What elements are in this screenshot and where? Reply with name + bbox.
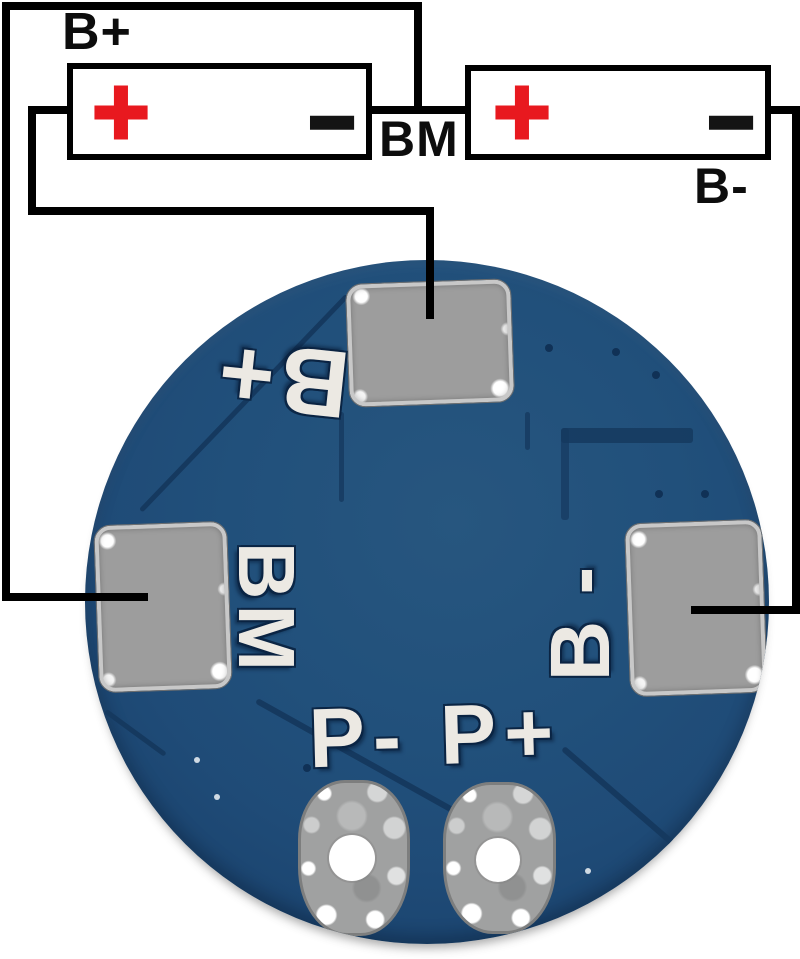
battery-1-negative-symbol: − <box>306 62 357 180</box>
silkscreen-bm-label: BM <box>222 541 311 677</box>
pcb-trace-vert-below-top-pad-right <box>525 412 530 450</box>
silkscreen-b-plus-label: B+ <box>207 318 355 439</box>
via-dot <box>701 490 709 498</box>
via-dot <box>652 371 660 379</box>
wire-battery-junction <box>370 106 469 114</box>
pcb-board: B+ BM B- P- P+ <box>85 260 769 944</box>
pad-bm <box>93 520 233 694</box>
pcb-trace-vert-below-top-pad-left <box>339 412 344 502</box>
label-b-minus: B- <box>694 158 749 214</box>
wire-bplus-down <box>28 106 36 213</box>
p-plus-hole <box>476 838 520 882</box>
pcb-trace-vert-right <box>561 428 569 520</box>
via-dot <box>612 348 620 356</box>
p-minus-hole <box>329 835 375 881</box>
wire-bminus-stub <box>770 106 800 114</box>
wire-bplus-stub <box>28 106 72 114</box>
wire-bminus-to-pad <box>691 606 800 614</box>
solder-speck <box>214 794 220 800</box>
label-b-plus: B+ <box>62 3 132 61</box>
label-bm: BM <box>379 111 459 167</box>
wire-bminus-down <box>792 106 800 613</box>
wire-bplus-across <box>28 207 434 215</box>
solder-speck <box>585 868 591 874</box>
wire-bm-to-pad <box>2 593 148 601</box>
wire-bm-drop <box>414 2 422 114</box>
pcb-trace-diagonal-lower-left <box>104 709 167 757</box>
battery-1-positive-symbol: + <box>90 56 151 168</box>
pcb-trace-band-right <box>561 428 693 443</box>
via-dot <box>303 764 311 772</box>
wire-bplus-to-pad <box>426 207 434 319</box>
silkscreen-port-labels: P- P+ <box>307 684 563 786</box>
battery-2-positive-symbol: + <box>491 56 552 168</box>
via-dot <box>545 344 553 352</box>
wire-bm-loop-top <box>2 2 422 10</box>
via-dot <box>655 490 663 498</box>
solder-speck <box>194 757 200 763</box>
wire-bm-loop-left <box>2 2 10 601</box>
battery-2 <box>465 65 771 160</box>
battery-1 <box>67 63 372 160</box>
battery-2-negative-symbol: − <box>705 62 756 180</box>
via-dot <box>681 858 689 866</box>
